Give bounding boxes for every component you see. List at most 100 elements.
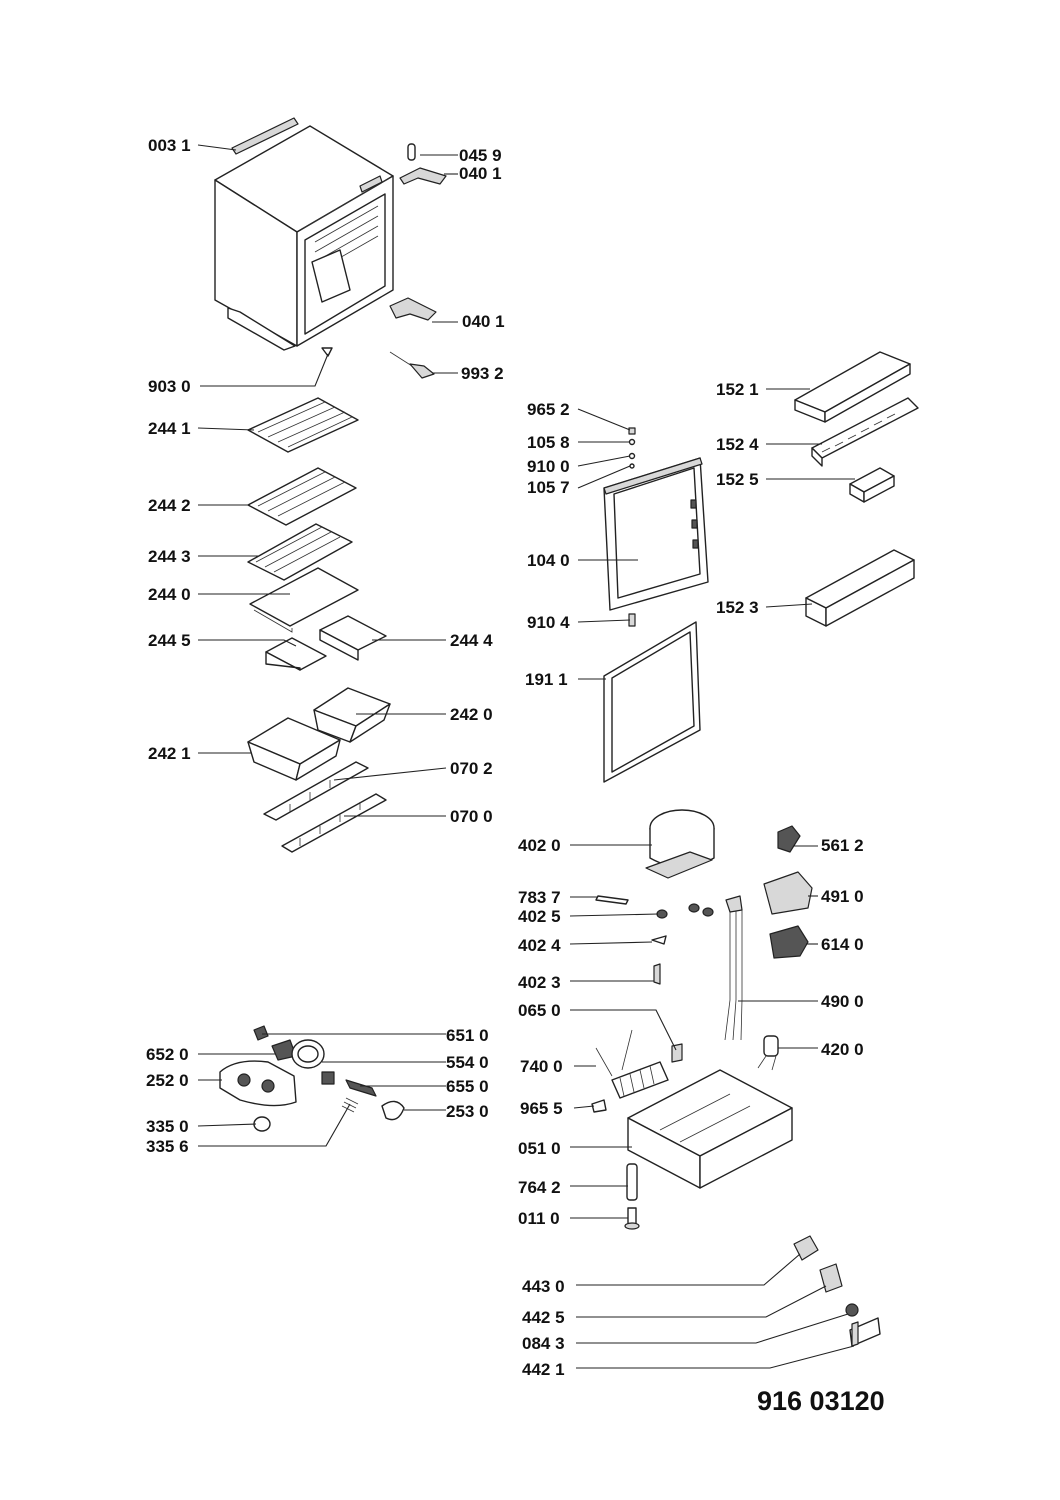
label-152-4: 152 4: [716, 435, 759, 454]
door-shelf-152-3-drawing: [805, 549, 915, 627]
label-561-2: 561 2: [821, 836, 864, 855]
label-491-0: 491 0: [821, 887, 864, 906]
label-910-0: 910 0: [527, 457, 570, 476]
terminal-block-drawing: [819, 1263, 843, 1293]
label-655-0: 655 0: [446, 1077, 489, 1096]
label-244-0: 244 0: [148, 585, 191, 604]
label-335-6: 335 6: [146, 1137, 189, 1156]
switch-drawing: [321, 1071, 335, 1085]
label-402-4: 402 4: [518, 936, 561, 955]
door-gasket-drawing: [603, 621, 701, 783]
label-152-1: 152 1: [716, 380, 759, 399]
label-040-1-lower: 040 1: [462, 312, 505, 331]
door-rail-152-4-drawing: [811, 397, 919, 467]
control-housing-drawing: [219, 1060, 297, 1107]
label-764-2: 764 2: [518, 1178, 561, 1197]
mounting-bracket-drawing: [849, 1317, 881, 1347]
relay-drawing: [763, 825, 813, 959]
diagram-reference-number: 916 03120: [757, 1386, 885, 1416]
wire-shelf-244-3-drawing: [247, 523, 353, 581]
label-402-5: 402 5: [518, 907, 561, 926]
label-993-2: 993 2: [461, 364, 504, 383]
label-065-0: 065 0: [518, 1001, 561, 1020]
label-191-1: 191 1: [525, 670, 568, 689]
adjustable-foot-drawing: [624, 1207, 640, 1230]
base-tray-drawing: [627, 1069, 793, 1189]
label-244-3: 244 3: [148, 547, 191, 566]
hinge-pin-drawing: [407, 143, 416, 161]
label-783-7: 783 7: [518, 888, 561, 907]
knob-drawing: [253, 1116, 271, 1132]
label-070-0: 070 0: [450, 807, 493, 826]
label-402-0: 402 0: [518, 836, 561, 855]
leader-lines: [197, 144, 855, 1369]
door-drawing: [603, 457, 709, 611]
label-244-2: 244 2: [148, 496, 191, 515]
label-105-7: 105 7: [527, 478, 570, 497]
label-244-1: 244 1: [148, 419, 191, 438]
support-leg-drawing: [626, 1163, 638, 1201]
condenser-coil-drawing: [595, 1029, 683, 1099]
label-442-5: 442 5: [522, 1308, 565, 1327]
label-244-5: 244 5: [148, 631, 191, 650]
label-003-1: 003 1: [148, 136, 191, 155]
label-903-0: 903 0: [148, 377, 191, 396]
upper-hinge-drawing: [399, 167, 447, 185]
label-045-9: 045 9: [459, 146, 502, 165]
wire-shelf-244-1-drawing: [247, 397, 359, 453]
wire-shelf-244-2-drawing: [247, 467, 357, 526]
glass-shelf-drawing: [249, 567, 359, 633]
door-shelf-152-1-drawing: [794, 351, 911, 423]
bulb-holder-ring-drawing: [291, 1039, 325, 1069]
label-554-0: 554 0: [446, 1053, 489, 1072]
wiring-harness-drawing: [724, 895, 743, 1041]
small-tray-244-5-drawing: [265, 637, 327, 671]
compressor-fittings-drawing: [595, 895, 714, 985]
label-105-8: 105 8: [527, 433, 570, 452]
compressor-drawing: [645, 809, 715, 879]
label-740-0: 740 0: [520, 1057, 563, 1076]
grommet-drawing: [845, 1303, 859, 1317]
cabinet-drawing: [214, 125, 394, 351]
lamp-cover-drawing: [345, 1079, 377, 1097]
label-084-3: 084 3: [522, 1334, 565, 1353]
label-040-1-upper: 040 1: [459, 164, 502, 183]
label-242-1: 242 1: [148, 744, 191, 763]
label-402-3: 402 3: [518, 973, 561, 992]
door-shelf-152-5-drawing: [849, 467, 895, 503]
label-443-0: 443 0: [522, 1277, 565, 1296]
part-labels: 003 1 045 9 040 1 040 1 993 2 903 0 244 …: [146, 136, 885, 1416]
label-965-5: 965 5: [520, 1099, 563, 1118]
small-tray-244-4-drawing: [319, 615, 387, 661]
label-244-4: 244 4: [450, 631, 493, 650]
label-442-1: 442 1: [522, 1360, 565, 1379]
label-420-0: 420 0: [821, 1040, 864, 1059]
label-242-0: 242 0: [450, 705, 493, 724]
lower-hinge-drawing: [389, 297, 437, 321]
label-335-0: 335 0: [146, 1117, 189, 1136]
label-253-0: 253 0: [446, 1102, 489, 1121]
label-965-2: 965 2: [527, 400, 570, 419]
label-614-0: 614 0: [821, 935, 864, 954]
label-104-0: 104 0: [527, 551, 570, 570]
lamp-holder-drawing: [253, 1025, 269, 1041]
label-011-0: 011 0: [518, 1209, 560, 1228]
crisper-box-242-1-drawing: [247, 717, 341, 781]
label-152-3: 152 3: [716, 598, 759, 617]
label-490-0: 490 0: [821, 992, 864, 1011]
capacitor-drawing: [757, 1035, 779, 1071]
top-cover-strip-drawing: [231, 117, 299, 155]
label-652-0: 652 0: [146, 1045, 189, 1064]
label-051-0: 051 0: [518, 1139, 561, 1158]
sensor-clip-drawing: [389, 351, 435, 379]
label-252-0: 252 0: [146, 1071, 189, 1090]
plug-drawing: [591, 1099, 607, 1113]
lamp-diffuser-drawing: [381, 1100, 405, 1121]
cover-rail-070-0-drawing: [281, 793, 387, 853]
label-910-4: 910 4: [527, 613, 570, 632]
drain-funnel-drawing: [321, 347, 333, 357]
cover-rail-070-2-drawing: [263, 761, 369, 821]
label-070-2: 070 2: [450, 759, 493, 778]
label-651-0: 651 0: [446, 1026, 489, 1045]
